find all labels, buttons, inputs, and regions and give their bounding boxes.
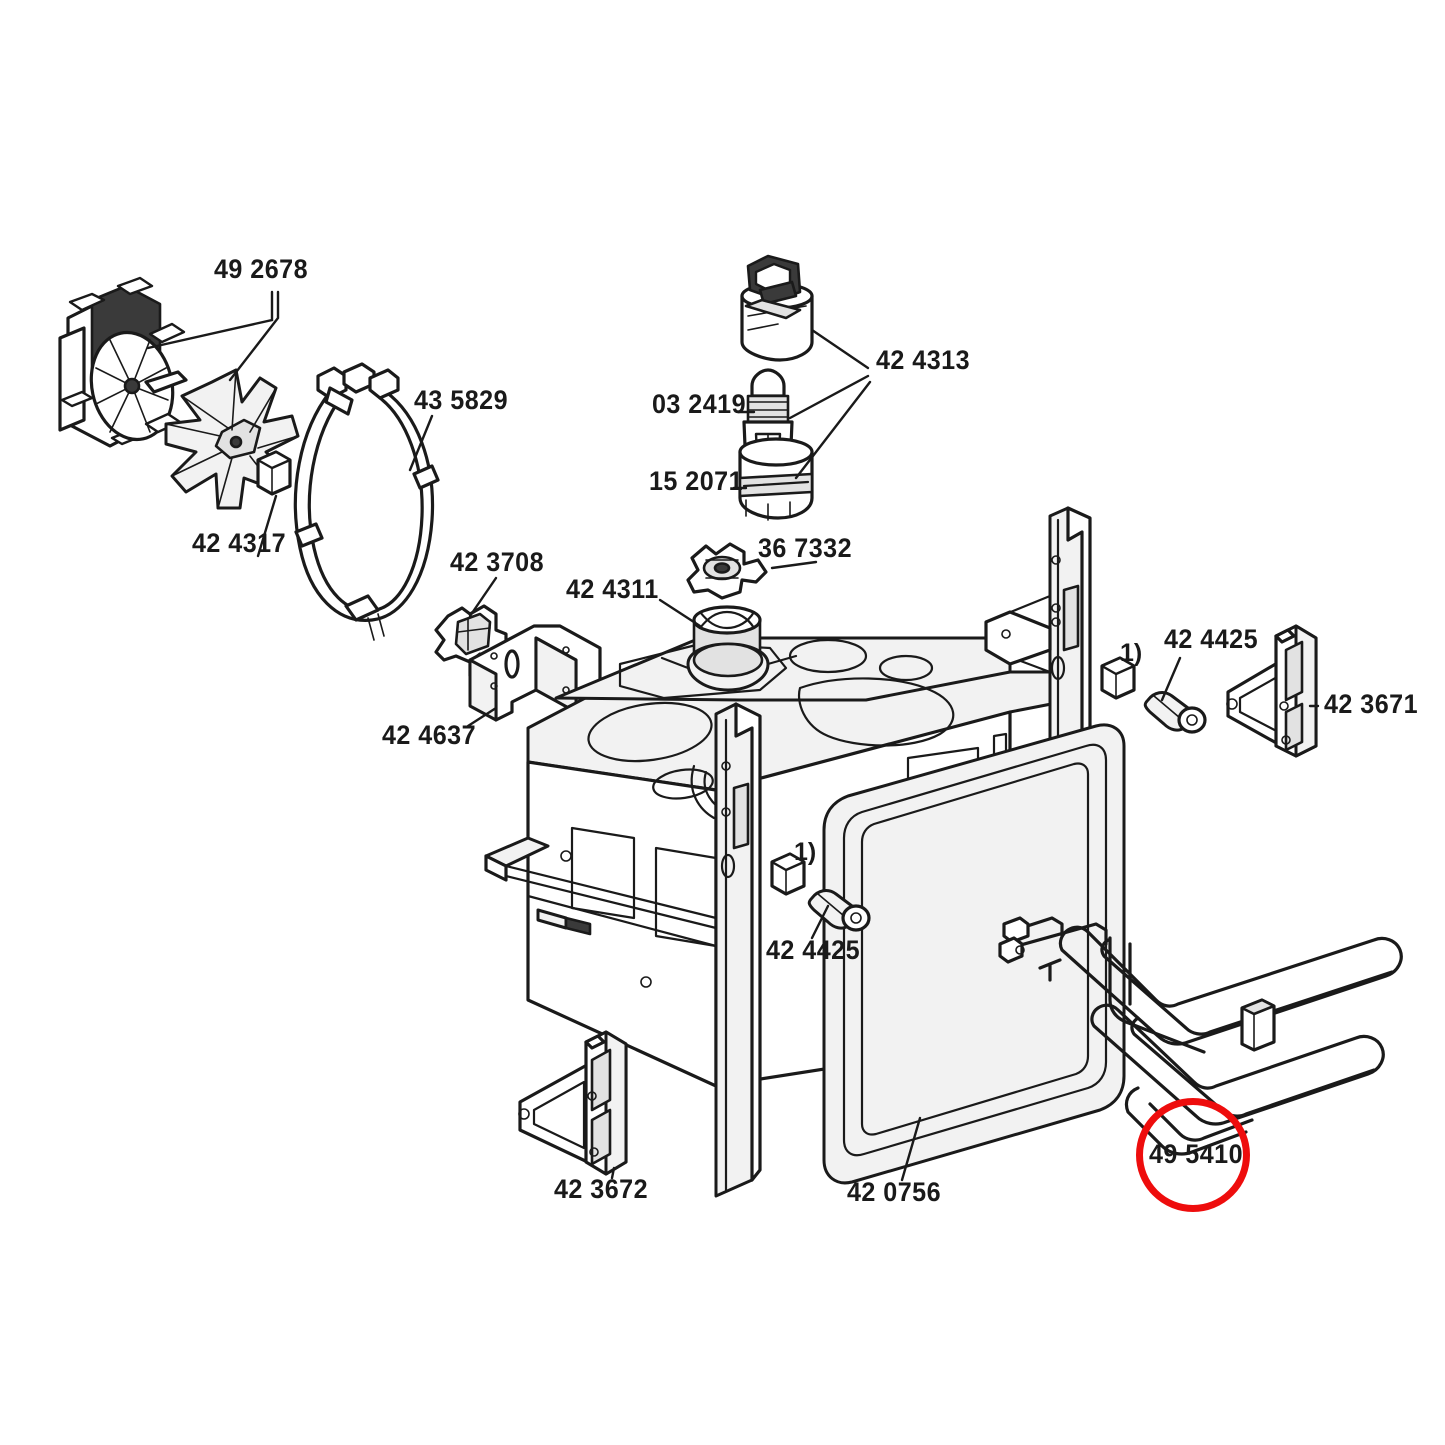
label-screw-centre: 42 4425	[766, 935, 861, 965]
label-door-switch: 42 3708	[450, 547, 545, 577]
part-thermostat-assembly	[740, 254, 814, 362]
footnote-marker-right: 1)	[1120, 639, 1143, 667]
label-sensor-probe: 03 2419	[652, 389, 747, 419]
part-fan-motor	[58, 276, 188, 448]
label-door-seal: 42 0756	[847, 1177, 942, 1207]
part-switch-bracket	[468, 624, 602, 722]
part-hinge-bracket-left	[518, 1030, 628, 1176]
part-fan-bush	[256, 450, 292, 496]
leader-lines	[146, 290, 1320, 1182]
label-thermostat-group: 42 4313	[876, 345, 971, 375]
part-thermostat-body	[660, 605, 798, 692]
label-hinge-bracket-left: 42 3672	[554, 1174, 649, 1204]
label-heating-element: 49 5410	[1149, 1139, 1244, 1169]
part-screw-right	[1100, 656, 1207, 734]
part-heating-element	[998, 916, 1403, 1156]
label-retainer-clip: 36 7332	[758, 533, 853, 563]
label-thermostat-body: 42 4311	[566, 574, 659, 604]
label-switch-bracket: 42 4637	[382, 720, 477, 750]
label-cable-harness: 43 5829	[414, 385, 509, 415]
footnote-marker-centre: 1)	[794, 838, 817, 866]
part-hinge-bracket-right	[1226, 624, 1318, 758]
part-thermostat-cap	[738, 437, 814, 521]
label-screw-right: 42 4425	[1164, 624, 1259, 654]
part-retainer-clip	[686, 542, 768, 600]
label-thermostat-cap: 15 2071	[649, 466, 744, 496]
center-vertical-rail	[714, 702, 762, 1198]
part-door-seal	[822, 723, 1126, 1185]
label-fan-motor: 49 2678	[214, 254, 309, 284]
label-fan-bush: 42 4317	[192, 528, 287, 558]
label-hinge-bracket-right: 42 3671	[1324, 689, 1419, 719]
part-cable-harness	[293, 362, 440, 641]
part-screw-centre	[770, 852, 871, 932]
